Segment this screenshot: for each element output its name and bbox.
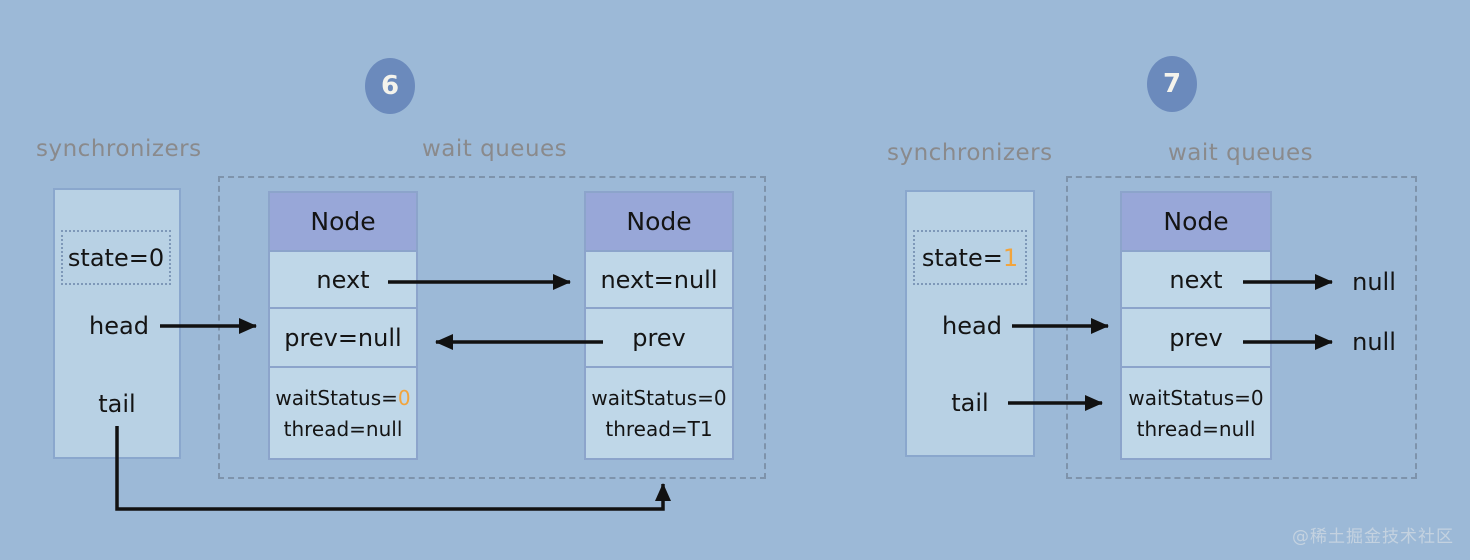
node-6-2: Node next=null prev waitStatus=0 thread=… — [584, 191, 734, 460]
head-label-6: head — [89, 312, 149, 340]
watermark: @稀土掘金技术社区 — [1292, 527, 1454, 547]
prev-cell: prev=null — [270, 309, 416, 366]
wait-status-line: waitStatus=0 — [591, 386, 726, 410]
thread-line: thread=null — [283, 416, 403, 441]
wait-status-value: 0 — [1250, 385, 1264, 410]
node-6-1: Node next prev=null waitStatus=0 thread=… — [268, 191, 418, 460]
status-cell: waitStatus=0 thread=T1 — [586, 368, 732, 458]
synchronizer-box-7 — [905, 190, 1035, 457]
step-badge-7: 7 — [1147, 56, 1197, 112]
wait-status-prefix: waitStatus= — [591, 385, 714, 410]
status-cell: waitStatus=0 thread=null — [1122, 368, 1270, 458]
synchronizer-box-6 — [53, 188, 181, 459]
next-null-label-7: null — [1352, 268, 1396, 296]
wait-status-value: 0 — [713, 385, 727, 410]
status-cell: waitStatus=0 thread=null — [270, 368, 416, 458]
node-title: Node — [1122, 193, 1270, 250]
state-value-7: 1 — [1002, 243, 1019, 272]
node-title: Node — [270, 193, 416, 250]
tail-label-7: tail — [951, 389, 989, 417]
wait-status-line: waitStatus=0 — [1128, 386, 1263, 410]
wait-queues-label-6: wait queues — [422, 136, 568, 162]
next-cell: next=null — [586, 252, 732, 307]
prev-cell: prev — [586, 309, 732, 366]
tail-label-6: tail — [98, 390, 136, 418]
next-cell: next — [1122, 252, 1270, 307]
node-title: Node — [586, 193, 732, 250]
state-value-6: 0 — [148, 243, 165, 272]
next-cell: next — [270, 252, 416, 307]
prev-cell: prev — [1122, 309, 1270, 366]
wait-queues-label-7: wait queues — [1168, 140, 1314, 166]
head-label-7: head — [942, 312, 1002, 340]
node-7-1: Node next prev waitStatus=0 thread=null — [1120, 191, 1272, 460]
state-field-6: state=0 — [61, 230, 171, 285]
state-prefix-6: state= — [67, 243, 149, 272]
wait-status-prefix: waitStatus= — [275, 385, 398, 410]
state-prefix-7: state= — [921, 243, 1003, 272]
thread-line: thread=null — [1136, 416, 1256, 441]
wait-status-prefix: waitStatus= — [1128, 385, 1251, 410]
state-field-7: state=1 — [913, 230, 1027, 285]
step-badge-6: 6 — [365, 58, 415, 114]
wait-status-value: 0 — [397, 385, 411, 410]
synchronizers-label-7: synchronizers — [887, 140, 1053, 166]
wait-status-line: waitStatus=0 — [275, 386, 410, 410]
prev-null-label-7: null — [1352, 328, 1396, 356]
thread-line: thread=T1 — [605, 416, 713, 441]
synchronizers-label-6: synchronizers — [36, 136, 202, 162]
